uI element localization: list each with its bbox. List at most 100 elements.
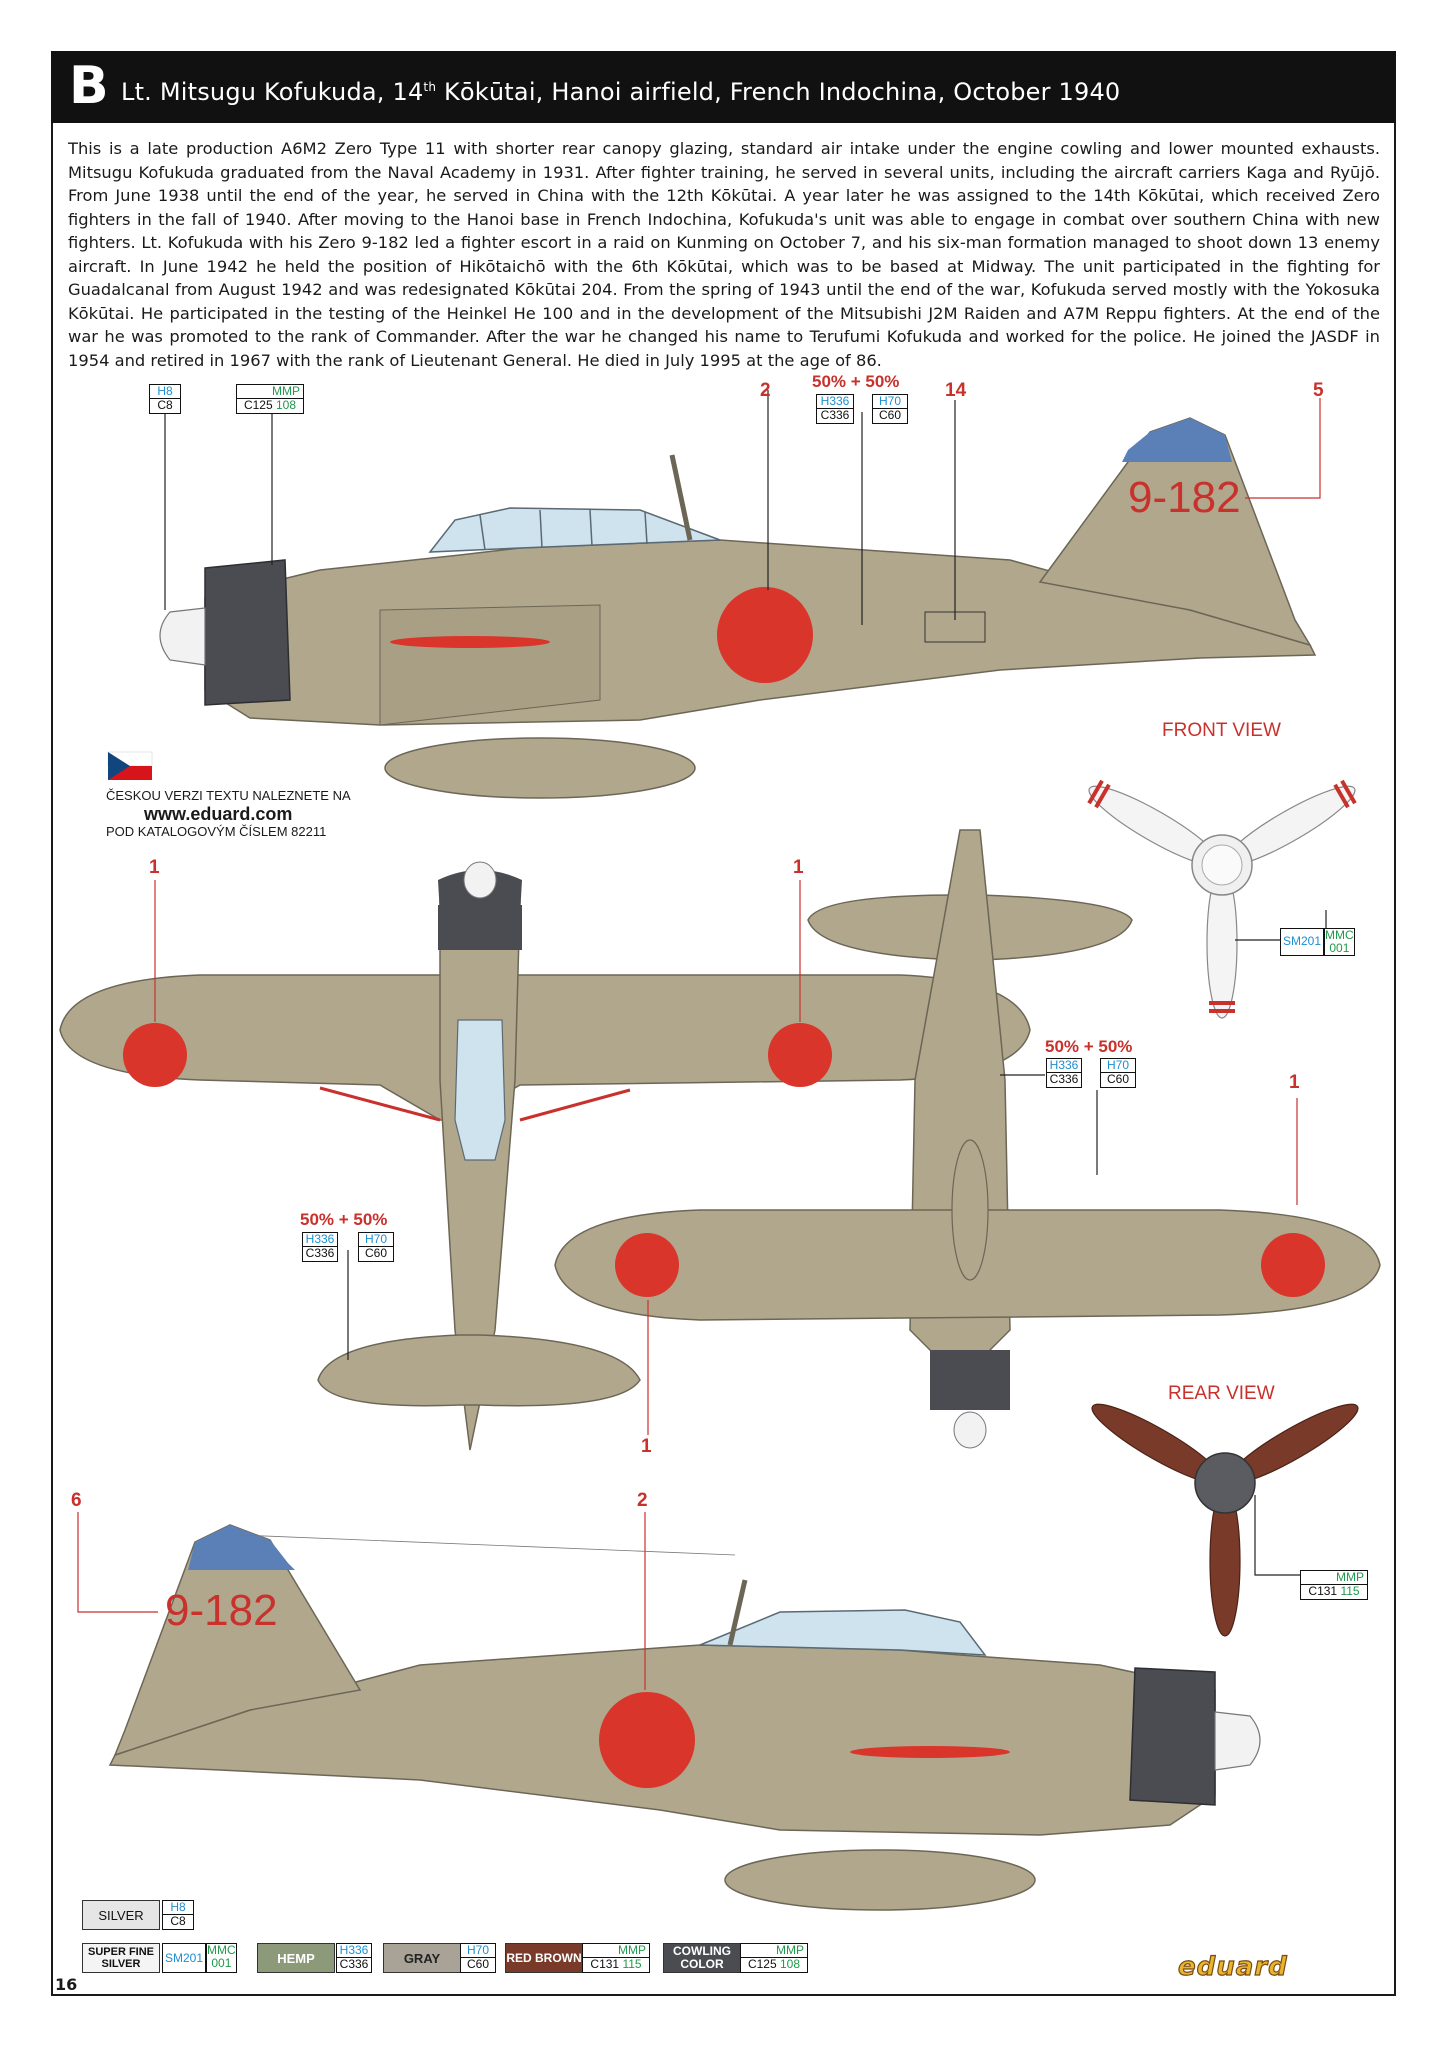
legend-gray: GRAY — [383, 1943, 461, 1973]
bottom-cowling — [930, 1350, 1010, 1410]
callout-lines-top — [164, 390, 956, 625]
profile-letter: B — [69, 56, 109, 116]
fin-right — [113, 1524, 362, 1757]
code-hemp-tv-h: H336 — [303, 1233, 337, 1247]
hinomaru-fuselage — [717, 587, 813, 683]
code-mmp-rb: MMP — [1301, 1571, 1367, 1585]
code-mmp: MMP — [237, 385, 303, 399]
legend-rb-c: C131 — [590, 1957, 620, 1971]
code-gray-c: C60 — [878, 408, 901, 422]
callout-14: 14 — [945, 380, 967, 401]
legend-gray-label: GRAY — [403, 1950, 441, 1966]
code-hemp-tv-c: C336 — [305, 1246, 335, 1260]
legend-rb-mmp: MMP — [583, 1944, 649, 1958]
hinomaru-fuselage-right — [599, 1692, 695, 1788]
drop-tank-right — [724, 1849, 1036, 1911]
legend-hemp-label: HEMP — [277, 1950, 315, 1966]
top-hinomaru-left — [123, 1023, 187, 1087]
rear-view-label: REAR VIEW — [1168, 1383, 1275, 1404]
mix-label-tv: 50% + 50% — [300, 1210, 388, 1229]
antenna-wire — [239, 1534, 736, 1556]
description-text: This is a late production A6M2 Zero Type… — [68, 139, 1380, 370]
czech-line2: POD KATALOGOVÝM ČÍSLEM 82211 — [106, 824, 327, 839]
legend-silver-label: SILVER — [98, 1907, 144, 1923]
czech-line1: ČESKOU VERZI TEXTU NALEZNETE NA — [106, 788, 351, 803]
legend-silver-code: H8 C8 — [162, 1900, 194, 1930]
legend-hemp-h: H336 — [337, 1944, 371, 1958]
fin-blue-band-right — [188, 1525, 295, 1570]
profile-title: Lt. Mitsugu Kofukuda, 14th Kōkūtai, Hano… — [121, 72, 1120, 107]
right-profile-callout-lines — [77, 1512, 646, 1690]
legend-gray-h: H70 — [461, 1944, 495, 1958]
callout-1-tv-left: 1 — [149, 857, 160, 878]
callout-line — [1254, 1495, 1300, 1576]
bottom-hinomaru-left — [615, 1233, 679, 1297]
code-gray-bv-h: H70 — [1101, 1059, 1135, 1073]
red-stripe-right — [850, 1746, 1010, 1758]
legend-mmc: MMC — [207, 1943, 236, 1957]
legend-silver-h: H8 — [163, 1901, 193, 1915]
legend-gray-c: C60 — [466, 1957, 489, 1971]
legend-sfs-label: SUPER FINE SILVER — [87, 1946, 154, 1970]
legend-hemp: HEMP — [257, 1943, 335, 1973]
legend-sm: SM201 — [162, 1943, 207, 1973]
callout-2-top: 2 — [760, 380, 771, 401]
bottom-view-drawing — [554, 829, 1381, 1449]
legend-hemp-code: H336 C336 — [336, 1943, 372, 1973]
code-sm: SM201 — [1280, 928, 1325, 956]
wing-root — [379, 604, 601, 726]
front-view-label: FRONT VIEW — [1162, 720, 1281, 741]
czech-url[interactable]: www.eduard.com — [144, 804, 293, 824]
code-hemp-top: H336 C336 — [816, 394, 854, 424]
code-cowling-top: MMP C125 108 — [236, 384, 304, 414]
bottom-hinomaru-right — [1261, 1233, 1325, 1297]
tail-code-right: 9-182 — [165, 1586, 278, 1635]
antenna-mast — [669, 454, 693, 541]
legend-super-fine-silver: SUPER FINE SILVER — [82, 1943, 160, 1973]
page-number: 16 — [55, 1975, 78, 1994]
code-gray-top: H70 C60 — [872, 394, 908, 424]
callout-1-bv-right: 1 — [1289, 1072, 1300, 1093]
code-gray-bv: H70 C60 — [1100, 1058, 1136, 1088]
code-n-rb: 115 — [1340, 1584, 1360, 1598]
walkway-line — [319, 1086, 441, 1122]
callout-1-bv-bottom: 1 — [641, 1436, 652, 1457]
czech-flag — [107, 751, 153, 780]
code-red-brown-prop: MMP C131 115 — [1300, 1570, 1368, 1600]
mix-label-top: 50% + 50% — [812, 372, 900, 391]
bottom-view-callout-lines — [647, 1098, 1298, 1435]
legend-cowling-c: C125 — [747, 1957, 777, 1971]
legend-silver: SILVER — [82, 1900, 160, 1930]
red-stripe — [390, 636, 550, 648]
code-hemp-h: H336 — [817, 395, 853, 409]
code-hemp-tv: H336 C336 — [302, 1232, 338, 1262]
prop-hub — [1194, 1452, 1256, 1514]
code-gray-tv: H70 C60 — [358, 1232, 394, 1262]
callout-1-tv-right: 1 — [793, 857, 804, 878]
spinner — [159, 607, 206, 666]
fin — [1038, 417, 1312, 647]
walkway-line — [519, 1088, 631, 1122]
profile-header: B Lt. Mitsugu Kofukuda, 14th Kōkūtai, Ha… — [51, 51, 1396, 123]
legend-rb-n: 115 — [622, 1957, 642, 1971]
rear-view-propeller — [1091, 1403, 1359, 1637]
code-silver-top: H8 C8 — [149, 384, 181, 414]
prop-blade — [1223, 779, 1357, 867]
code-c-rb: C131 — [1308, 1584, 1338, 1598]
top-hstab — [317, 1334, 641, 1407]
callout-2-bottom: 2 — [637, 1490, 648, 1511]
code-hemp-c: C336 — [820, 408, 850, 422]
top-hinomaru-right — [768, 1023, 832, 1087]
legend-gray-code: H70 C60 — [460, 1943, 496, 1973]
legend-hemp-c: C336 — [339, 1957, 369, 1971]
right-profile-drawing: 9-182 — [108, 1524, 1261, 1911]
title-sup: th — [423, 80, 437, 94]
legend-cowling-n: 108 — [780, 1957, 801, 1971]
mix-label-bv: 50% + 50% — [1045, 1037, 1133, 1056]
bottom-drop-tank — [951, 1139, 989, 1281]
